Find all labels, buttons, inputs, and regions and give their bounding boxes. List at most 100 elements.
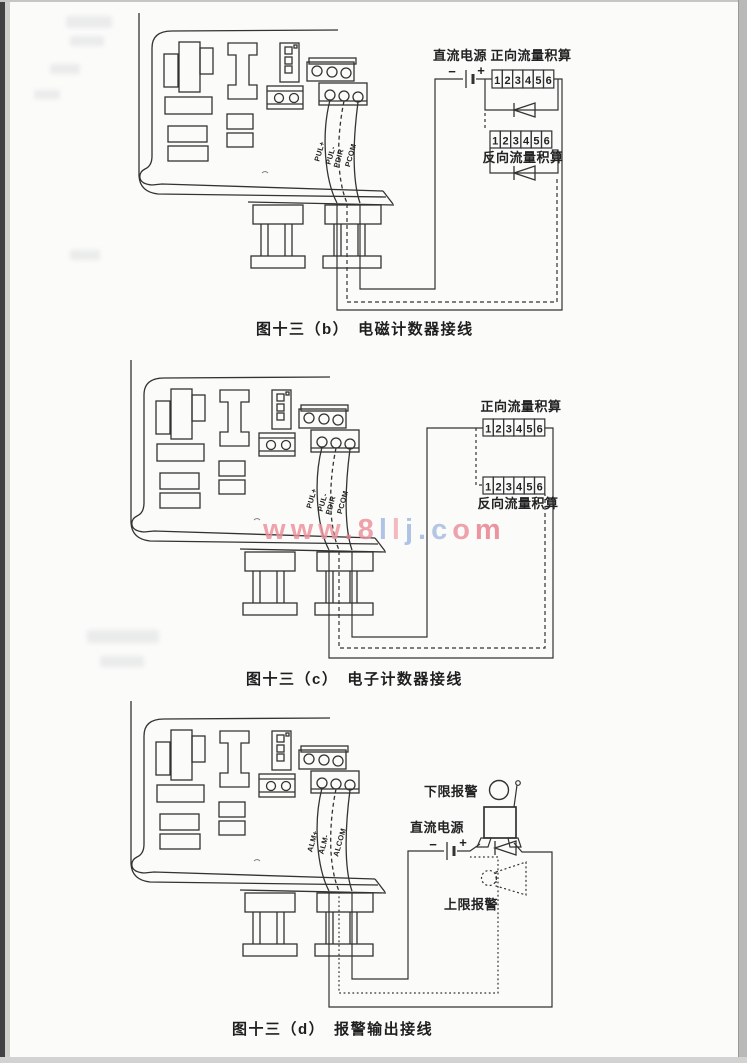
wire-pul-minus-route — [346, 176, 558, 303]
bell-icon — [488, 779, 510, 801]
watermark-letter: c — [431, 514, 453, 546]
label-forward-totalizer: 正向流量积算 — [490, 48, 571, 63]
wire-pul-plus-route — [328, 427, 554, 659]
watermark: www.8llj.com — [263, 514, 506, 547]
page-edge-left-light — [5, 0, 10, 1063]
svg-text:2: 2 — [504, 75, 510, 87]
svg-text:1: 1 — [485, 482, 491, 494]
figure-b-diagram: PUL+ PUL- PDIR PCOM — [138, 12, 571, 311]
bleedthrough-smudge — [70, 250, 100, 260]
wire-label-alm-minus: ALM- — [317, 833, 331, 855]
wire-alm-minus-route — [338, 856, 499, 994]
diode2-loop — [489, 148, 559, 174]
watermark-letter: w — [318, 514, 345, 546]
svg-text:6: 6 — [537, 482, 543, 494]
label-dc-power: 直流电源 — [410, 820, 464, 835]
svg-text:6: 6 — [537, 424, 543, 436]
watermark-letter: m — [474, 514, 506, 546]
svg-text:3: 3 — [506, 424, 512, 436]
watermark-letter: 8 — [357, 514, 379, 546]
page-edge-left-dark — [0, 0, 5, 1063]
svg-text:5: 5 — [535, 75, 541, 87]
svg-text:6: 6 — [546, 75, 552, 87]
battery-plus-sign: + — [459, 835, 467, 850]
svg-text:1: 1 — [492, 136, 498, 148]
terminal-strip-forward-numbers: 1 2 3 4 5 6 — [494, 75, 552, 87]
alarm-relay-box — [483, 806, 517, 839]
page-edge-top — [0, 0, 747, 2]
svg-text:6: 6 — [544, 136, 550, 148]
figure-d-diagram: ALM+ ALM- ALCOM — [130, 700, 553, 1008]
svg-text:5: 5 — [526, 424, 532, 436]
svg-text:5: 5 — [526, 482, 532, 494]
svg-text:4: 4 — [516, 482, 523, 494]
label-dc-power: 直流电源 — [433, 48, 487, 63]
bell-clapper-dot — [515, 780, 521, 786]
bleedthrough-smudge — [34, 90, 60, 99]
terminal-strip-reverse — [482, 476, 546, 495]
terminal-strip-forward — [482, 418, 546, 437]
figure-b-caption: 图十三（b） 电磁计数器接线 — [256, 321, 474, 338]
battery-minus-sign: − — [448, 64, 456, 79]
terminal-strip-reverse-numbers: 1 2 3 4 5 6 — [492, 136, 550, 148]
wire-alm-plus-route — [328, 842, 553, 1008]
bell-stem — [513, 784, 518, 808]
label-low-alarm: 下限报警 — [424, 784, 478, 799]
battery-plus-sign: + — [477, 63, 485, 78]
watermark-letter: l — [391, 514, 405, 546]
wire-pcom-route — [351, 427, 483, 638]
label-reverse-totalizer: 反向流量积算 — [482, 150, 563, 165]
bleedthrough-smudge — [100, 656, 144, 667]
watermark-letter: w — [263, 514, 291, 546]
horn-icon — [480, 869, 498, 887]
wire-pcom-route — [359, 78, 463, 290]
svg-text:5: 5 — [533, 136, 539, 148]
wire-alcom-route — [351, 850, 444, 980]
terminal-strip-reverse-numbers: 1 2 3 4 5 6 — [485, 482, 543, 494]
page-edge-right — [738, 0, 747, 1063]
svg-text:3: 3 — [515, 75, 521, 87]
bleedthrough-smudge — [87, 630, 159, 643]
terminal-strip-forward-numbers: 1 2 3 4 5 6 — [485, 424, 543, 436]
figure-c-external-circuit — [328, 427, 554, 659]
terminal-strip-forward — [491, 69, 555, 89]
page-edge-bottom — [0, 1057, 747, 1063]
watermark-letter: l — [378, 514, 392, 546]
bleedthrough-smudge — [66, 16, 112, 28]
watermark-letter: o — [452, 514, 475, 546]
svg-text:3: 3 — [506, 482, 512, 494]
figure-d-caption: 图十三（d） 报警输出接线 — [232, 1021, 434, 1038]
svg-text:4: 4 — [516, 424, 523, 436]
strip-link-dashed — [475, 428, 483, 486]
bleedthrough-smudge — [50, 64, 80, 74]
figure-c-caption: 图十三（c） 电子计数器接线 — [246, 671, 463, 688]
watermark-letter: j — [404, 514, 418, 546]
svg-text:1: 1 — [485, 424, 491, 436]
label-reverse-totalizer: 反向流量积算 — [477, 496, 558, 511]
watermark-letter: . — [344, 514, 358, 546]
terminal-strip-reverse — [489, 130, 553, 149]
figure-d-external-circuit — [328, 779, 553, 1008]
wire-label-pcom: PCOM — [343, 143, 358, 168]
wire-pul-minus-route — [338, 494, 546, 649]
wire-label-pcom: PCOM — [335, 490, 350, 515]
figure-b-external-circuit — [336, 70, 563, 311]
wire-pul-plus-route — [336, 78, 563, 311]
watermark-letter: w — [290, 514, 319, 546]
svg-text:2: 2 — [495, 424, 501, 436]
watermark-letter: . — [418, 514, 432, 546]
diode1-loop — [484, 79, 559, 111]
svg-text:2: 2 — [495, 482, 501, 494]
horn-cone — [495, 861, 527, 896]
label-forward-totalizer: 正向流量积算 — [480, 399, 561, 414]
bleedthrough-smudge — [70, 36, 104, 46]
relay-foot-left — [476, 837, 492, 848]
svg-text:4: 4 — [523, 136, 530, 148]
relay-foot-right — [507, 837, 522, 848]
label-high-alarm: 上限报警 — [444, 897, 498, 912]
svg-text:2: 2 — [502, 136, 508, 148]
battery-minus-sign: − — [429, 837, 437, 852]
svg-text:1: 1 — [494, 75, 500, 87]
